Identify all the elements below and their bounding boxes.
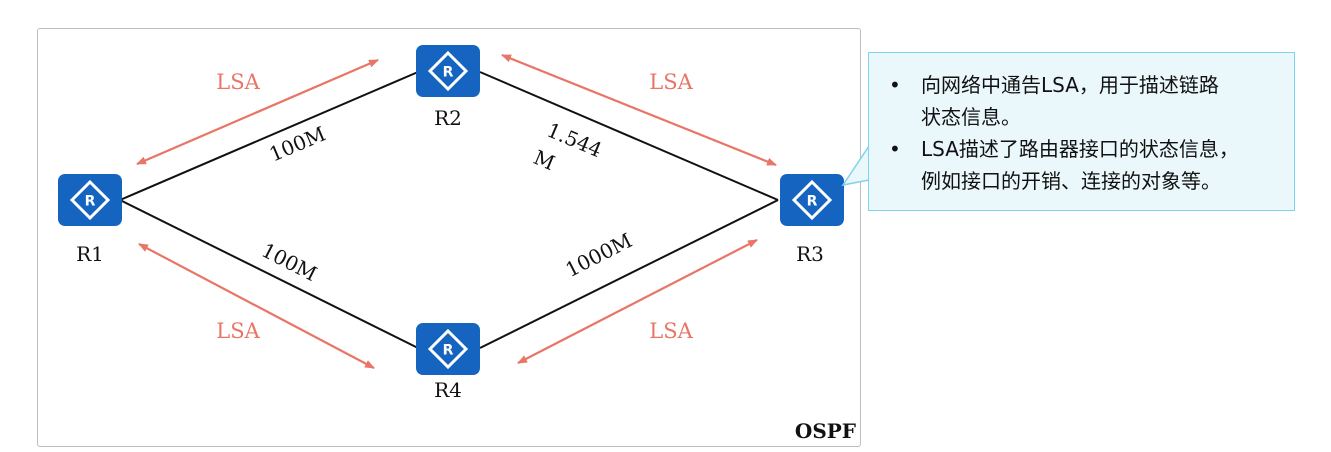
router-diamond-icon: R: [427, 50, 469, 92]
router-label-r2: R2: [434, 106, 462, 130]
lsa-label-r1-r4: LSA: [216, 319, 260, 343]
protocol-tag: OSPF: [794, 419, 856, 443]
router-diamond-icon: R: [427, 328, 469, 370]
svg-text:R: R: [443, 65, 454, 81]
router-label-r3: R3: [796, 242, 824, 266]
ospf-diagram-frame: [37, 28, 861, 447]
lsa-arrow-r4-r3: [517, 239, 758, 364]
lsa-arrow-r2-r3: [501, 53, 777, 167]
lsa-label-r2-r3: LSA: [649, 70, 693, 94]
svg-text:R: R: [85, 194, 96, 210]
callout-box: • 向网络中通告LSA，用于描述链路 状态信息。 • LSA描述了路由器接口的状…: [868, 52, 1295, 211]
callout-bullet-line: 状态信息。: [921, 105, 1021, 129]
svg-text:R: R: [807, 194, 818, 210]
callout-bullet-item: • 向网络中通告LSA，用于描述链路 状态信息。: [889, 69, 1286, 133]
callout-bullet-line: 向网络中通告LSA，用于描述链路: [921, 73, 1219, 97]
router-label-r4: R4: [434, 378, 462, 402]
lsa-label-r4-r3: LSA: [649, 319, 693, 343]
bullet-dot-icon: •: [889, 73, 901, 97]
router-diamond-icon: R: [791, 179, 833, 221]
router-r2[interactable]: R: [416, 45, 480, 97]
lsa-label-r1-r2: LSA: [216, 70, 260, 94]
callout-bullet-list: • 向网络中通告LSA，用于描述链路 状态信息。 • LSA描述了路由器接口的状…: [869, 53, 1294, 197]
router-r1[interactable]: R: [58, 174, 122, 226]
router-label-r1: R1: [76, 242, 104, 266]
router-r4[interactable]: R: [416, 323, 480, 375]
svg-text:R: R: [443, 343, 454, 359]
callout-bullet-item: • LSA描述了路由器接口的状态信息， 例如接口的开销、连接的对象等。: [889, 133, 1286, 197]
router-diamond-icon: R: [69, 179, 111, 221]
lsa-arrow-r1-r4: [138, 243, 375, 369]
callout-bullet-line: 例如接口的开销、连接的对象等。: [921, 169, 1221, 193]
router-r3[interactable]: R: [780, 174, 844, 226]
frame-overlay: OSPF: [37, 28, 861, 447]
callout-tail: [841, 145, 870, 187]
callout-bullet-line: LSA描述了路由器接口的状态信息，: [921, 137, 1239, 161]
bullet-dot-icon: •: [889, 137, 901, 161]
lsa-arrow-r1-r2: [136, 58, 379, 166]
